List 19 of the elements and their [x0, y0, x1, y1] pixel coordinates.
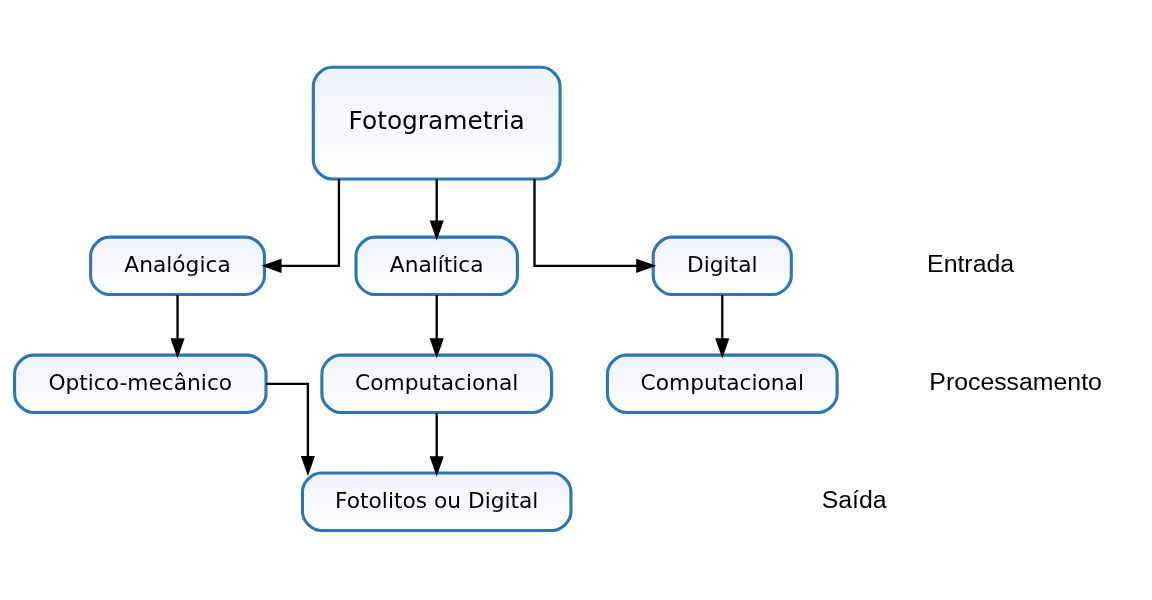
node-box: Analítica — [354, 235, 519, 297]
node-box: Analógica — [89, 235, 266, 297]
arrow — [261, 179, 341, 273]
arrow — [429, 179, 444, 241]
label: Entrada — [927, 249, 1015, 277]
label: Saída — [821, 485, 887, 513]
node-box: Computacional — [320, 353, 554, 415]
node-box: Digital — [651, 235, 793, 297]
node-box: Fotogrametria — [311, 65, 562, 181]
node-box: Optico-mecânico — [13, 353, 268, 415]
arrow — [170, 295, 185, 359]
arrow — [715, 295, 730, 359]
arrow — [429, 412, 444, 477]
arrow — [533, 179, 657, 273]
arrow — [429, 295, 444, 359]
arrow — [266, 382, 315, 477]
node-box: Computacional — [605, 353, 839, 415]
label: Processamento — [929, 367, 1102, 395]
node-box: Fotolitos ou Digital — [300, 471, 573, 532]
